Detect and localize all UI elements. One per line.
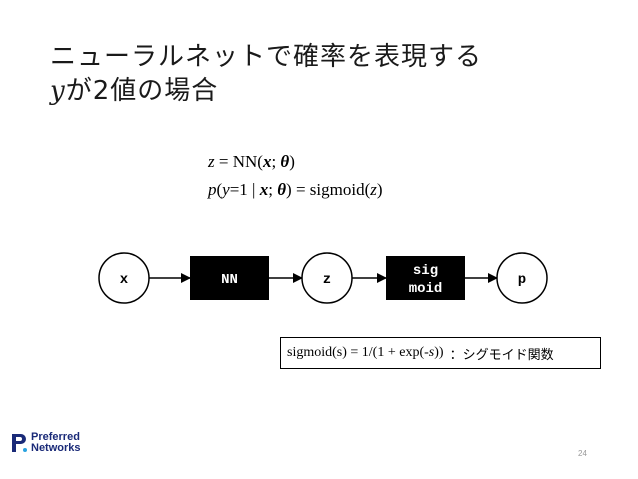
logo-mark-icon bbox=[12, 434, 27, 452]
formula-p: p(y=1 | x; θ) = sigmoid(z) bbox=[208, 180, 383, 200]
formula-z: z = NN(x; θ) bbox=[208, 152, 295, 172]
node-z: z bbox=[301, 252, 353, 304]
formula-p-y: y bbox=[222, 180, 230, 199]
formula-p-x: x bbox=[259, 180, 269, 199]
node-p: p bbox=[496, 252, 548, 304]
node-sigmoid: sig moid bbox=[386, 256, 465, 300]
formula-z-semi: ; bbox=[271, 152, 281, 171]
sigmoid-formula-b: )) bbox=[434, 345, 444, 360]
formula-p-z: z bbox=[370, 180, 377, 199]
title-var-y: y bbox=[50, 76, 66, 106]
formula-z-var: z bbox=[208, 152, 215, 171]
node-sigmoid-label-2: moid bbox=[409, 281, 443, 297]
page-number: 24 bbox=[578, 449, 587, 458]
sigmoid-note: ：シグモイド関数 bbox=[449, 347, 554, 363]
sigmoid-formula: sigmoid(s) = 1/(1 + exp(-s)) bbox=[287, 345, 444, 361]
node-nn: NN bbox=[190, 256, 269, 300]
node-nn-label: NN bbox=[221, 272, 238, 288]
title-line-2-text: が2値の場合 bbox=[65, 76, 219, 106]
formula-p-open: ( bbox=[216, 180, 223, 199]
logo-line-1: Preferred bbox=[31, 431, 80, 443]
logo-line-2: Networks bbox=[31, 442, 81, 454]
title-line-2: yが2値の場合 bbox=[50, 74, 482, 108]
formula-p-theta: θ bbox=[277, 180, 287, 199]
formula-p-close: ) bbox=[376, 180, 383, 199]
sigmoid-formula-a: sigmoid(s) = 1/(1 + exp(- bbox=[287, 345, 429, 360]
node-z-label: z bbox=[323, 272, 331, 288]
formula-p-mid: ) = sigmoid( bbox=[286, 180, 371, 199]
slide-title: ニューラルネットで確率を表現する yが2値の場合 bbox=[50, 40, 482, 108]
sigmoid-formula-s: s bbox=[428, 345, 435, 360]
formula-p-eq1: =1 | bbox=[229, 180, 260, 199]
logo-text: Preferred Networks bbox=[31, 432, 81, 454]
node-sigmoid-label-1: sig bbox=[413, 263, 438, 279]
formula-z-x: x bbox=[262, 152, 272, 171]
formula-z-close: ) bbox=[289, 152, 295, 171]
node-x-label: x bbox=[120, 272, 129, 288]
sigmoid-definition-box: sigmoid(s) = 1/(1 + exp(-s)) ：シグモイド関数 bbox=[280, 337, 601, 369]
title-line-1: ニューラルネットで確率を表現する bbox=[50, 42, 483, 72]
formula-z-eq: = NN( bbox=[214, 152, 263, 171]
node-p-label: p bbox=[518, 272, 526, 288]
formula-z-theta: θ bbox=[280, 152, 290, 171]
node-x: x bbox=[98, 252, 150, 304]
formula-p-var: p bbox=[208, 180, 217, 199]
company-logo: Preferred Networks bbox=[10, 431, 81, 455]
formula-p-semi: ; bbox=[268, 180, 278, 199]
